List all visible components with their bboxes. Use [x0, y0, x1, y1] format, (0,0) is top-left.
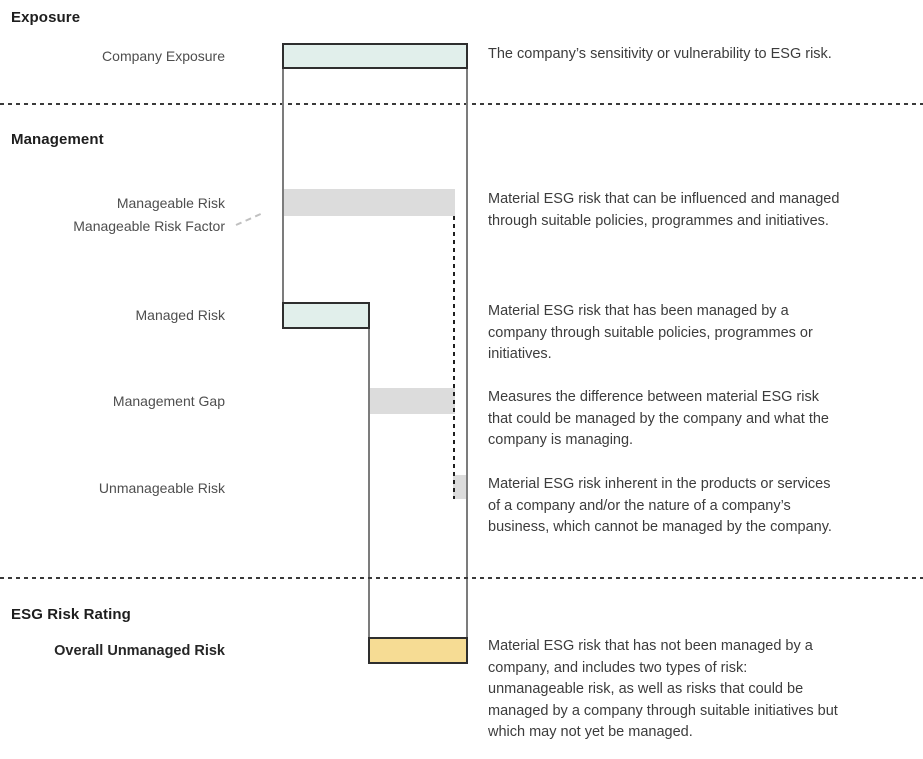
- row-description-manageable-risk: Material ESG risk that can be influenced…: [488, 191, 840, 229]
- manageable-risk-factor-leader-dash: [235, 213, 262, 226]
- bar-unmanageable-risk: [453, 475, 467, 499]
- row-label-manageable-risk: Manageable Risk: [116, 195, 225, 211]
- connector-left-exposure-to-managed: [282, 69, 284, 302]
- bar-managed-risk: [282, 302, 370, 329]
- row-label-company-exposure: Company Exposure: [102, 48, 225, 64]
- manageable-risk-factor-dashed-line: [453, 216, 455, 499]
- row-label-overall-unmanaged-risk: Overall Unmanaged Risk: [54, 643, 225, 659]
- row-label-manageable-risk-factor: Manageable Risk Factor: [73, 218, 225, 234]
- row-description-overall-unmanaged-risk: Material ESG risk that has not been mana…: [488, 638, 838, 740]
- section-header-management: Management: [11, 131, 104, 148]
- connector-right-exposure-to-overall: [466, 69, 468, 637]
- row-label-managed-risk: Managed Risk: [135, 307, 226, 323]
- divider-exposure-management: [0, 103, 923, 105]
- row-description-unmanageable-risk: Material ESG risk inherent in the produc…: [488, 476, 832, 535]
- row-label-management-gap: Management Gap: [112, 393, 225, 409]
- section-header-exposure: Exposure: [11, 9, 81, 26]
- section-header-esg-risk-rating: ESG Risk Rating: [11, 606, 131, 623]
- divider-management-esg-rating: [0, 577, 923, 579]
- bar-management-gap: [368, 388, 455, 414]
- bar-manageable-risk: [282, 189, 455, 216]
- bar-company-exposure: [282, 43, 468, 69]
- bar-overall-unmanaged-risk: [368, 637, 468, 664]
- row-description-management-gap: Measures the difference between material…: [488, 389, 829, 448]
- row-label-unmanageable-risk: Unmanageable Risk: [98, 480, 225, 496]
- row-description-company-exposure: The company’s sensitivity or vulnerabili…: [488, 46, 832, 62]
- connector-managed-to-overall: [368, 329, 370, 637]
- row-description-managed-risk: Material ESG risk that has been managed …: [488, 303, 813, 362]
